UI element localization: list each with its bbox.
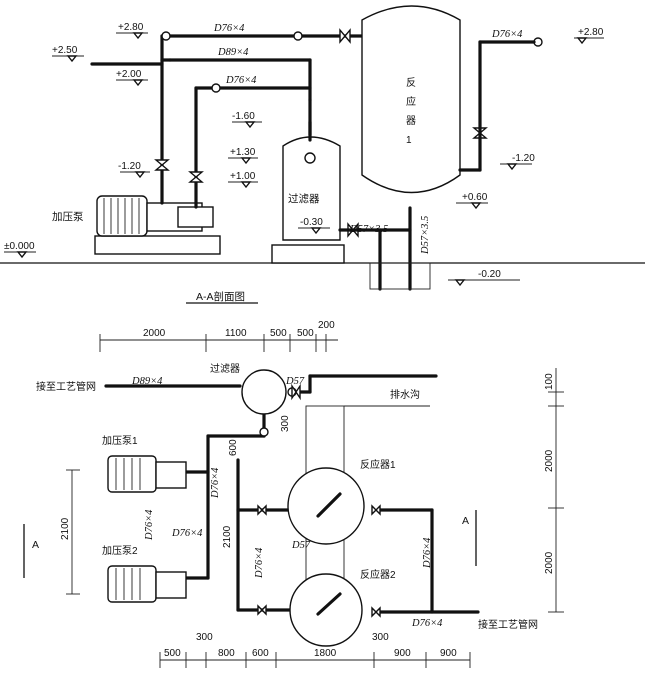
pipe-label: D57 <box>285 376 305 387</box>
elev-label: -1.60 <box>232 111 255 122</box>
pump-motor <box>96 195 148 237</box>
pump-base <box>94 235 221 255</box>
filter-vessel <box>282 136 341 241</box>
dim-label: 2100 <box>222 525 233 548</box>
pipe-label: D76×4 <box>411 618 443 629</box>
pump1-plan <box>107 455 187 493</box>
elev-label: ±0.000 <box>4 241 35 252</box>
pipe-label: D76×4 <box>213 23 245 34</box>
elev-label: -1.20 <box>118 161 141 172</box>
dim-label: 200 <box>318 320 335 331</box>
elev-label: +2.80 <box>578 27 604 38</box>
valve-icon <box>257 383 381 618</box>
elevation-marks <box>4 32 604 287</box>
reactor2-label: 反应器2 <box>360 568 396 581</box>
reactor-vessel <box>361 5 461 194</box>
pipe-label: D89×4 <box>217 47 249 58</box>
pump-casing <box>177 206 214 228</box>
dim-label: 1800 <box>314 648 337 659</box>
filter-label: 过滤器 <box>288 192 320 205</box>
pipe-label: D76×4 <box>491 29 523 40</box>
reactor-label: 反应器 1 <box>406 77 416 146</box>
pipe-label: D76×4 <box>171 528 203 539</box>
elev-label: +2.80 <box>118 22 144 33</box>
dim-label: 1100 <box>225 328 247 339</box>
dim-label: 500 <box>297 328 314 339</box>
pipe-label: D57 <box>291 540 311 551</box>
elev-label: +1.30 <box>230 147 256 158</box>
dim-label: 800 <box>218 648 235 659</box>
dim-label: 500 <box>164 648 181 659</box>
reactor-2-plan <box>289 573 363 647</box>
elev-label: +2.00 <box>116 69 142 80</box>
elev-label: +1.00 <box>230 171 256 182</box>
dim-label: 300 <box>280 415 291 432</box>
elev-label: +2.50 <box>52 45 78 56</box>
dim-ticks <box>99 334 327 352</box>
drain-label: 排水沟 <box>390 388 420 401</box>
outlet-label: 接至工艺管网 <box>478 618 538 631</box>
filter-plan <box>241 369 287 415</box>
dim-label: 900 <box>440 648 457 659</box>
elev-label: -0.20 <box>478 269 501 280</box>
pipe-label: D89×4 <box>131 376 163 387</box>
section-view: +2.80 +2.50 +2.00 -1.20 -1.60 +1.30 +1.0… <box>0 5 645 304</box>
reactor-label-char: 器 <box>406 115 416 127</box>
reactor-label-char: 1 <box>406 135 412 146</box>
drain-pit <box>369 262 431 290</box>
dim-label: 500 <box>270 328 287 339</box>
pipe-label: D76×4 <box>210 467 221 499</box>
filter-label: 过滤器 <box>210 362 240 375</box>
dim-label: 2000 <box>143 328 166 339</box>
pipe-label: D76×4 <box>144 509 155 541</box>
filter-base <box>271 244 345 264</box>
reactor1-label: 反应器1 <box>360 458 396 471</box>
dim-ticks-bottom <box>159 652 471 668</box>
pipe-label: D76×4 <box>225 75 257 86</box>
section-a-label: A <box>462 515 469 527</box>
pipe-label: D57×3.5 <box>420 216 431 255</box>
elev-label: -0.30 <box>300 217 323 228</box>
plan-view: 2000 1100 500 500 200 500 800 600 1800 9… <box>23 320 564 668</box>
dim-label: 2000 <box>544 551 555 574</box>
dim-label: 600 <box>252 648 269 659</box>
pump2-plan <box>107 565 187 603</box>
pipe-label: D76×4 <box>254 547 265 579</box>
dim-label: 300 <box>196 632 213 643</box>
dim-label: 300 <box>372 632 389 643</box>
inlet-label: 接至工艺管网 <box>36 380 96 393</box>
elev-label: +0.60 <box>462 192 488 203</box>
dim-label: 600 <box>228 439 239 456</box>
pipe-label: D57×3.5 <box>349 224 388 235</box>
section-a-label: A <box>32 539 39 551</box>
pipe-label: D76×4 <box>422 537 433 569</box>
reactor-label-char: 应 <box>406 95 416 108</box>
pump2-label: 加压泵2 <box>102 545 138 557</box>
reactor-label-char: 反 <box>406 77 416 89</box>
elev-label: -1.20 <box>512 153 535 164</box>
dim-label: 2100 <box>60 517 71 540</box>
dim-label: 2000 <box>544 449 555 472</box>
gauge-circle <box>293 31 303 41</box>
dim-label: 100 <box>544 373 555 390</box>
pump-label: 加压泵 <box>52 211 84 223</box>
pump1-label: 加压泵1 <box>102 435 138 447</box>
dim-label: 900 <box>394 648 411 659</box>
section-title: A-A剖面图 <box>196 290 245 303</box>
